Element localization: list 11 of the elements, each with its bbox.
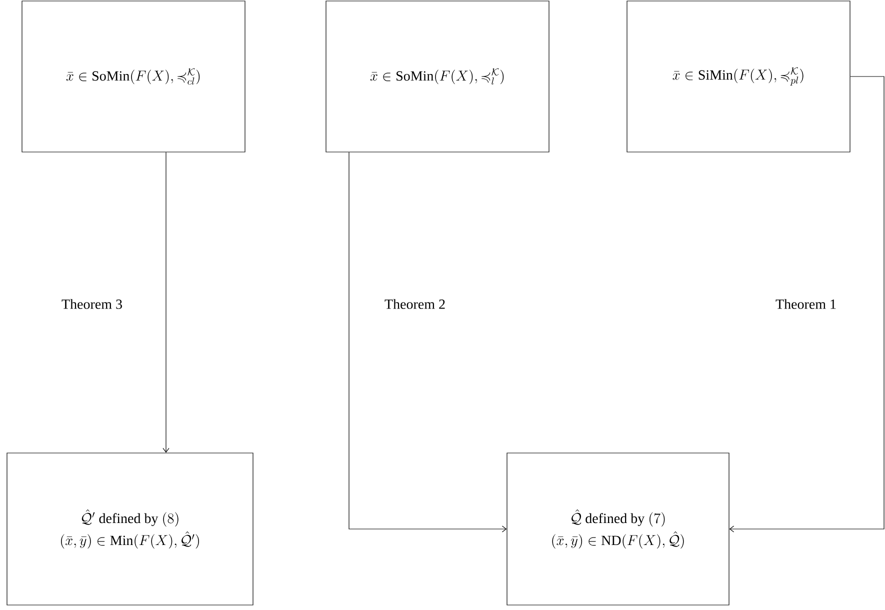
statement-box: $\bar{x} \in \mathrm{SoMin}(F(X), \preccurlyeq^{\mathcal{K}}_{l})$ bbox=[326, 0, 550, 152]
result-box: $\hat{\mathcal{Q}} \text{ defined by } (7)$ $(\bar{x}, \bar{y}) \in \mathrm{ND}(F(X), \hat{\mathcal{Q}})$ bbox=[506, 452, 730, 606]
result-box: $\hat{\mathcal{Q}}' \text{ defined by } (8)$ $(\bar{x}, \bar{y}) \in \mathrm{Min}(F(X), \hat{\mathcal{Q}}')$ bbox=[6, 452, 254, 606]
statement-box: $\bar{x} \in \mathrm{SiMin}(F(X), \preccurlyeq^{\mathcal{K}}_{pl})$ bbox=[626, 0, 850, 152]
statement-box: $\bar{x} \in \mathrm{SoMin}(F(X), \preccurlyeq^{\mathcal{K}}_{cl})$ bbox=[22, 0, 246, 152]
arrow bbox=[348, 152, 507, 532]
edge-label: Theorem 2 bbox=[382, 297, 448, 311]
edge-label: Theorem 1 bbox=[774, 297, 839, 311]
edge-label: Theorem 3 bbox=[59, 297, 125, 311]
arrow bbox=[162, 152, 170, 453]
arrow bbox=[729, 76, 884, 532]
